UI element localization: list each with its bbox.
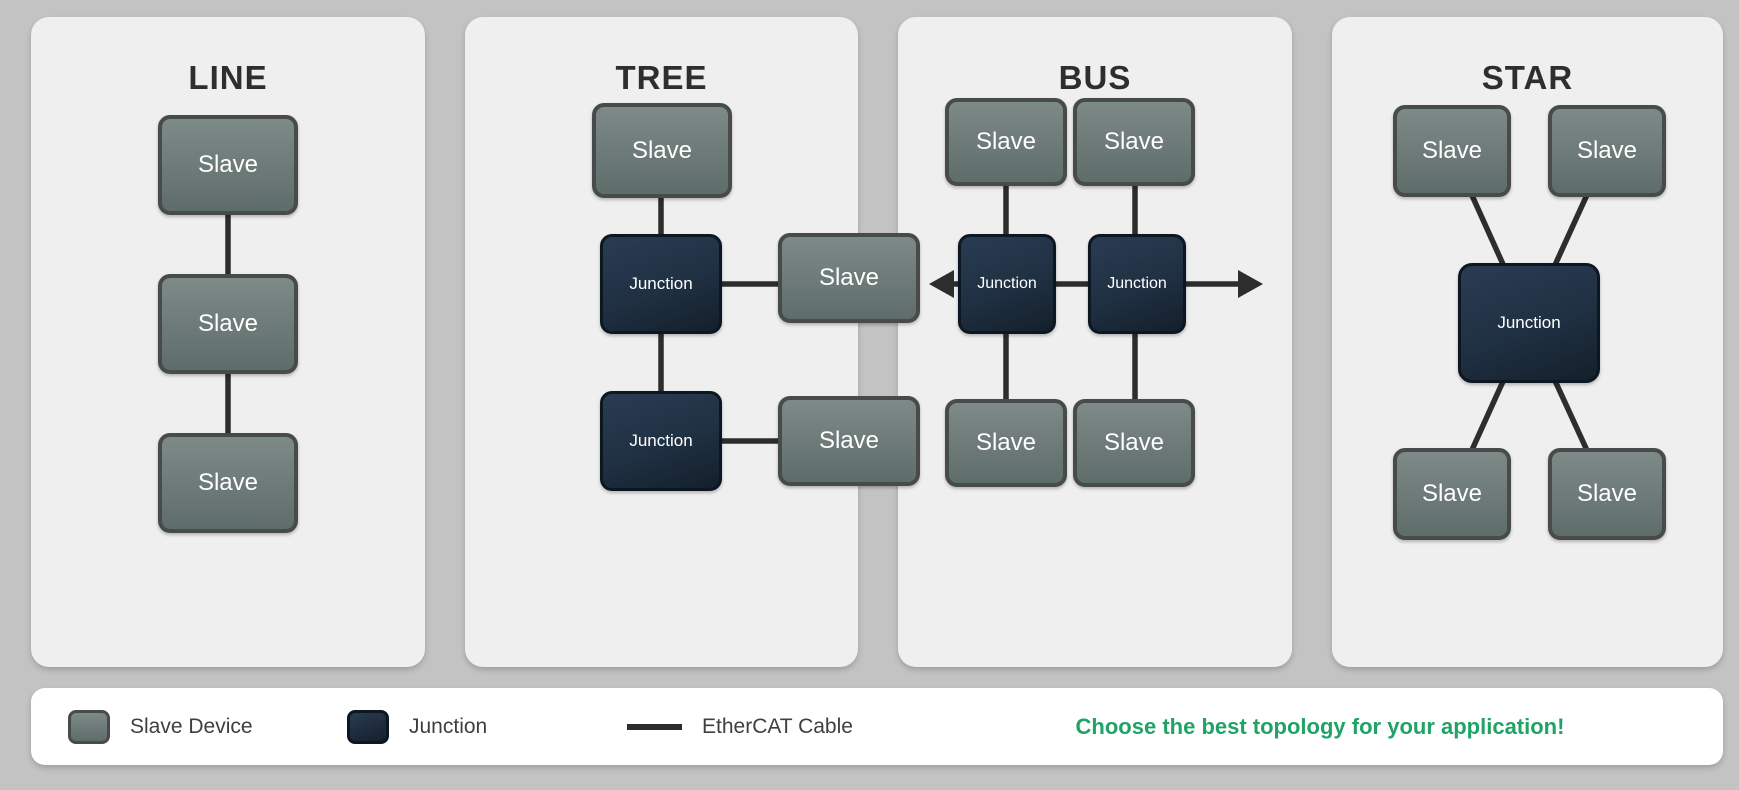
node-label: Junction <box>977 275 1037 292</box>
node-label: Slave <box>197 469 259 496</box>
slave-node: Slave <box>778 233 920 323</box>
node-label: Slave <box>975 429 1037 456</box>
slave-node: Slave <box>1393 105 1511 197</box>
node-label: Slave <box>818 427 880 454</box>
slave-node: Slave <box>1393 448 1511 540</box>
slave-node: Slave <box>1548 448 1666 540</box>
node-label: Junction <box>629 431 693 450</box>
junction-node: Junction <box>958 234 1056 334</box>
slave-node: Slave <box>158 274 298 374</box>
legend-item-junction: Junction <box>347 688 487 765</box>
arrow-right-icon <box>1238 270 1263 298</box>
slave-node: Slave <box>592 103 732 198</box>
slave-device-swatch <box>68 709 110 744</box>
junction-node: Junction <box>600 234 722 334</box>
node-label: Slave <box>1421 480 1483 507</box>
node-label: Slave <box>1576 137 1638 164</box>
panel-title-line: LINE <box>188 59 268 96</box>
slave-node: Slave <box>778 396 920 486</box>
node-label: Slave <box>197 151 259 178</box>
slave-node: Slave <box>945 399 1067 487</box>
node-label: Slave <box>1576 480 1638 507</box>
cta-text: Choose the best topology for your applic… <box>1075 713 1565 739</box>
slave-node: Slave <box>1073 98 1195 186</box>
panel-title-star: STAR <box>1481 59 1574 96</box>
node-label: Slave <box>818 264 880 291</box>
slave-node: Slave <box>158 115 298 215</box>
node-label: Junction <box>629 274 693 293</box>
junction-node: Junction <box>600 391 722 491</box>
node-label: Junction <box>1497 313 1561 332</box>
slave-node: Slave <box>1073 399 1195 487</box>
junction-node: Junction <box>1458 263 1600 383</box>
legend-label: EtherCAT Cable <box>702 714 853 738</box>
slave-node: Slave <box>1548 105 1666 197</box>
legend-label: Slave Device <box>130 714 253 738</box>
junction-swatch <box>347 709 389 744</box>
ethercat-cable-swatch <box>627 723 682 730</box>
legend-label: Junction <box>409 714 488 738</box>
arrow-left-icon <box>929 270 954 298</box>
panel-title-bus: BUS <box>1058 59 1132 96</box>
junction-node: Junction <box>1088 234 1186 334</box>
legend-item-ethercat-cable: EtherCAT Cable <box>627 688 853 765</box>
slave-node: Slave <box>158 433 298 533</box>
panel-title-tree: TREE <box>615 59 708 96</box>
legend-item-slave-device: Slave Device <box>68 688 253 765</box>
legend-bar: Slave Device Junction EtherCAT Cable Cho… <box>31 688 1723 765</box>
node-label: Slave <box>197 310 259 337</box>
node-label: Slave <box>1103 128 1165 155</box>
node-label: Slave <box>631 136 693 164</box>
node-label: Slave <box>1103 429 1165 456</box>
node-label: Junction <box>1107 275 1167 292</box>
node-label: Slave <box>1421 137 1483 164</box>
slave-node: Slave <box>945 98 1067 186</box>
node-label: Slave <box>975 128 1037 155</box>
